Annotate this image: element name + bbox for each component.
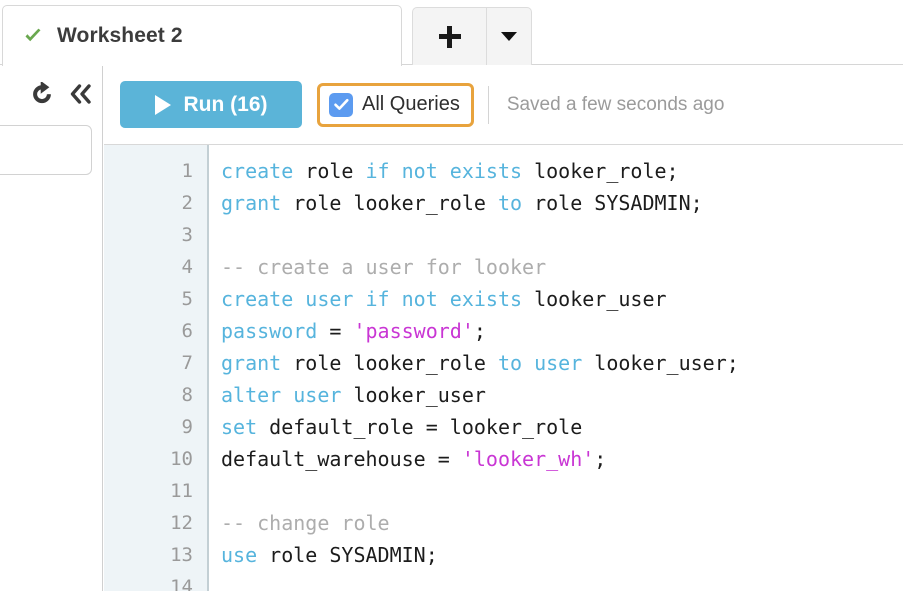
worksheet-menu-button[interactable]: [486, 7, 532, 65]
code-token: grant: [221, 191, 282, 215]
code-token: [353, 287, 365, 311]
double-chevron-left-icon: [70, 84, 91, 104]
code-token: to user: [497, 351, 583, 375]
run-button[interactable]: Run (16): [120, 81, 302, 128]
code-token: to: [497, 191, 523, 215]
line-number: 14: [170, 576, 193, 591]
code-token: create user: [221, 287, 354, 311]
code-token: role SYSADMIN;: [522, 191, 703, 215]
code-token: -- create a user for looker: [221, 255, 547, 279]
tab-worksheet-2[interactable]: Worksheet 2: [2, 5, 402, 66]
tab-bar: Worksheet 2: [0, 0, 903, 66]
line-number: 9: [181, 416, 193, 438]
code-token: -- change role: [221, 511, 390, 535]
code-token: =: [317, 319, 354, 343]
tab-add-group: [412, 7, 532, 65]
line-number: 6: [181, 320, 193, 342]
code-line[interactable]: default_warehouse = 'looker_wh';: [221, 443, 903, 475]
line-number: 4: [181, 256, 193, 278]
left-panel: [0, 65, 103, 591]
code-token: role looker_role: [281, 351, 498, 375]
toolbar-divider: [487, 85, 489, 124]
code-line[interactable]: create role if not exists looker_role;: [221, 155, 903, 187]
code-token: looker_user: [341, 383, 486, 407]
editor-area: Run (16) All Queries Saved a few seconds…: [104, 65, 903, 591]
tab-label: Worksheet 2: [57, 24, 183, 47]
code-line[interactable]: grant role looker_role to user looker_us…: [221, 347, 903, 379]
line-number: 2: [181, 192, 193, 214]
code-token: create: [221, 159, 294, 183]
code-token: role: [293, 159, 366, 183]
code-line[interactable]: set default_role = looker_role: [221, 411, 903, 443]
line-number: 11: [170, 480, 193, 502]
chevron-down-icon: [501, 32, 517, 41]
code-token: use: [221, 543, 258, 567]
code-token: alter user: [221, 383, 342, 407]
refresh-icon: [33, 82, 51, 104]
code-line[interactable]: [221, 219, 903, 251]
code-token: looker_user;: [582, 351, 739, 375]
line-number: 1: [181, 160, 193, 182]
add-worksheet-button[interactable]: [412, 7, 486, 65]
code-token: looker_role;: [522, 159, 679, 183]
collapse-panel-button[interactable]: [68, 81, 94, 107]
line-number: 10: [170, 448, 193, 470]
code-token: if not exists: [365, 287, 523, 311]
code-token: 'password': [353, 319, 474, 343]
refresh-button[interactable]: [29, 81, 55, 107]
code-token: role SYSADMIN;: [257, 543, 438, 567]
code-token: set: [221, 415, 258, 439]
line-number: 7: [181, 352, 193, 374]
code-token: default_role = looker_role: [257, 415, 583, 439]
editor-toolbar: Run (16) All Queries Saved a few seconds…: [104, 65, 903, 144]
plus-icon: [438, 25, 461, 48]
code-token: looker_user: [522, 287, 667, 311]
code-token: ;: [473, 319, 486, 343]
code-token: password: [221, 319, 318, 343]
code-line[interactable]: grant role looker_role to role SYSADMIN;: [221, 187, 903, 219]
line-number: 5: [181, 288, 193, 310]
play-icon: [154, 94, 171, 115]
all-queries-label: All Queries: [362, 93, 460, 115]
code-token: role looker_role: [281, 191, 498, 215]
left-panel-actions: [29, 81, 94, 107]
code-line[interactable]: password = 'password';: [221, 315, 903, 347]
code-line[interactable]: [221, 571, 903, 591]
code-line[interactable]: [221, 475, 903, 507]
code-content[interactable]: create role if not exists looker_role;gr…: [209, 145, 903, 591]
code-token: default_warehouse =: [221, 447, 462, 471]
checkbox-box: [329, 92, 353, 117]
code-line[interactable]: -- create a user for looker: [221, 251, 903, 283]
code-token: 'looker_wh': [461, 447, 595, 471]
code-line[interactable]: alter user looker_user: [221, 379, 903, 411]
run-button-label: Run (16): [183, 92, 268, 116]
line-number: 8: [181, 384, 193, 406]
code-token: grant: [221, 351, 282, 375]
code-token: if not exists: [365, 159, 523, 183]
all-queries-checkbox[interactable]: All Queries: [317, 82, 474, 127]
code-line[interactable]: -- change role: [221, 507, 903, 539]
line-number: 12: [170, 512, 193, 534]
saved-status: Saved a few seconds ago: [506, 93, 725, 115]
line-number: 3: [181, 224, 193, 246]
checkmark-icon: [333, 98, 349, 110]
code-line[interactable]: create user if not exists looker_user: [221, 283, 903, 315]
check-icon: [25, 28, 41, 42]
line-number: 13: [170, 544, 193, 566]
code-line[interactable]: use role SYSADMIN;: [221, 539, 903, 571]
search-input[interactable]: [0, 125, 92, 175]
code-token: ;: [594, 447, 607, 471]
